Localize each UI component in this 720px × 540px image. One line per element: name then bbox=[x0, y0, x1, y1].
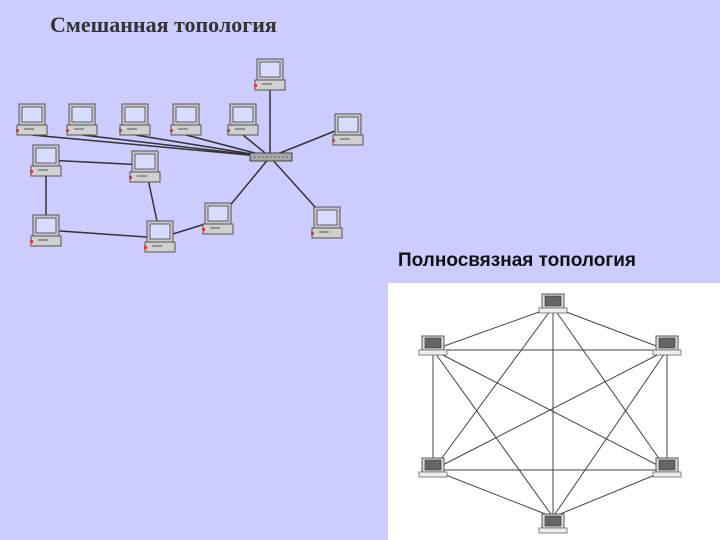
mesh-links bbox=[432, 306, 668, 518]
network-hub bbox=[249, 152, 293, 162]
computer-icon bbox=[652, 335, 682, 356]
mixed-topology-title: Смешанная топология bbox=[50, 12, 277, 37]
mesh-topology-diagram bbox=[388, 283, 720, 540]
computer-icon bbox=[226, 103, 259, 136]
computer-icon bbox=[652, 457, 682, 478]
computer-icon bbox=[253, 58, 286, 91]
computer-icon bbox=[169, 103, 202, 136]
computer-icon bbox=[538, 293, 568, 314]
computer-icon bbox=[29, 144, 62, 177]
computer-icon bbox=[143, 220, 176, 253]
computer-icon bbox=[418, 457, 448, 478]
computer-icon bbox=[15, 103, 48, 136]
computer-icon bbox=[118, 103, 151, 136]
computer-icon bbox=[29, 214, 62, 247]
computer-icon bbox=[128, 150, 161, 183]
mesh-topology-title: Полносвязная топология bbox=[398, 250, 637, 271]
computer-icon bbox=[310, 206, 343, 239]
computer-icon bbox=[201, 202, 234, 235]
mixed-topology-diagram bbox=[15, 58, 364, 253]
computer-icon bbox=[65, 103, 98, 136]
computer-icon bbox=[331, 113, 364, 146]
computer-icon bbox=[418, 335, 448, 356]
computer-icon bbox=[538, 513, 568, 534]
